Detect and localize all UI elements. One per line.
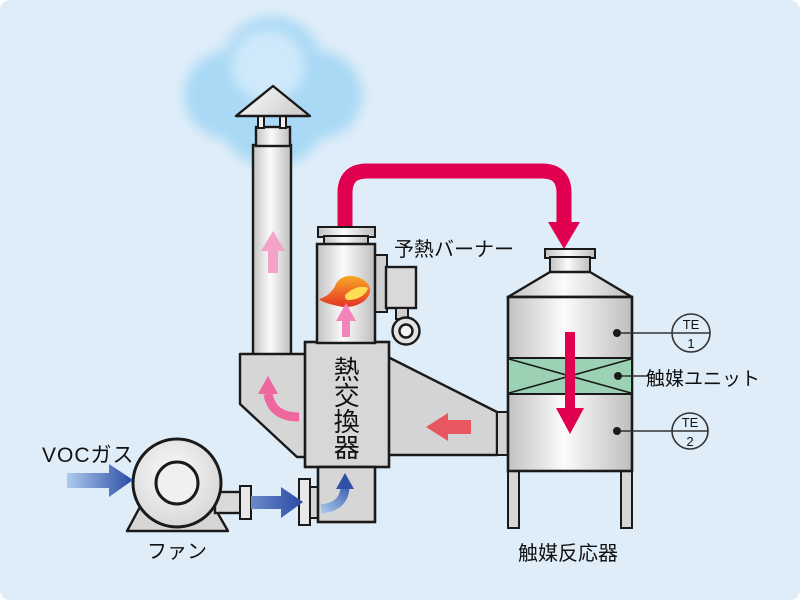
burner-assembly [384,265,421,346]
hot-gas-pipe-arrowhead-icon [548,222,580,249]
te1-tap-dot [613,329,621,337]
reactor-neck [549,256,591,274]
fan-label: ファン [147,541,207,563]
catalyst-unit-tap-dot [614,372,622,380]
stack-flow-arrow-icon [261,231,285,273]
reactor-shoulder [506,270,634,299]
fan-outlet-flange [239,485,252,520]
hopper-turn-arrow-icon [258,376,300,422]
return-duct [386,355,499,457]
te2-tap-dot [613,427,621,435]
heat-exchanger-box [303,340,391,469]
voc-gas-label: VOCガス [42,444,135,467]
return-flow-arrow-icon [426,413,471,441]
burner-blower-hub [398,323,414,339]
burner-flow-arrow-icon [336,303,356,337]
stack-cap-icon [234,84,312,118]
fan-hub [154,460,200,506]
burner-box [384,265,418,310]
preheat-burner-label: 予熱バーナー [394,239,514,261]
hot-gas-pipe [337,163,580,249]
catalyst-unit-label: 触媒ユニット [646,369,761,390]
reactor-flow-arrow-icon [556,332,584,434]
stack-collar [254,125,292,148]
fan [125,437,252,533]
heat-exchanger-label: 熱交換器 [330,356,361,460]
fan-outlet-arrow-icon [251,487,303,518]
voc-inlet-arrow-icon [67,464,133,497]
reactor-leg [620,469,633,529]
te2-number-label: 2 [686,434,694,449]
te2-tag-label: TE [681,415,699,430]
burner-flame-icon [319,275,371,307]
te1-number-label: 1 [687,336,695,351]
hx-inlet-turn-arrow-icon [320,473,354,514]
te1-tag-label: TE [682,317,700,332]
catalyst-reactor-label: 触媒反応器 [518,543,618,565]
reactor-leg [507,469,520,529]
